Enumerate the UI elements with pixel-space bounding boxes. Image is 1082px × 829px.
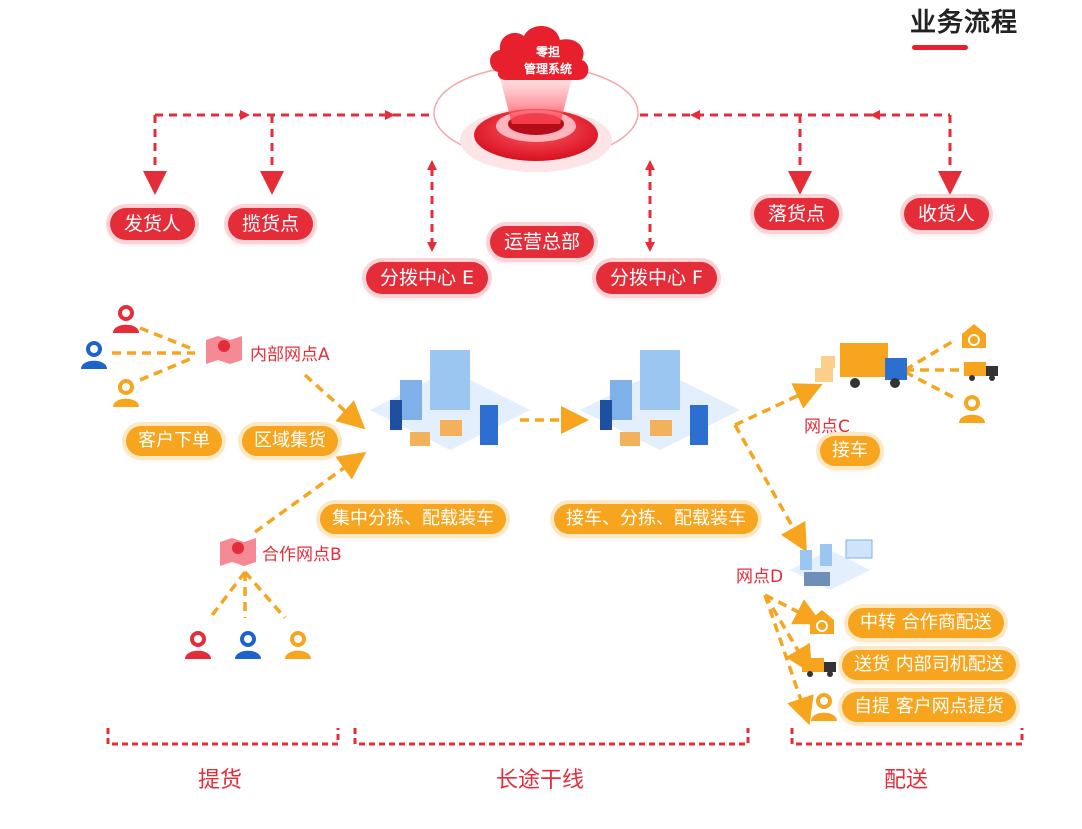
warehouse-illustration-1 xyxy=(370,350,530,450)
branch-b-label: 合作网点B xyxy=(262,545,342,565)
deliver-label: 送货 内部司机配送 xyxy=(842,650,1016,680)
person-red-icon xyxy=(185,631,211,659)
system-platform-graphic xyxy=(433,25,639,172)
hub-e-label: 分拨中心 E xyxy=(366,262,489,294)
self-pickup-label: 自提 客户网点提货 xyxy=(842,692,1016,722)
branch-d-label: 网点D xyxy=(736,567,784,587)
person-red-icon xyxy=(113,305,139,333)
system-name: 零担 管理系统 xyxy=(523,45,572,76)
transfer-label: 中转 合作商配送 xyxy=(848,608,1004,638)
truck-illustration xyxy=(815,343,907,388)
receive-sort-label: 接车、分拣、配载装车 xyxy=(554,504,758,534)
branch-a-label: 内部网点A xyxy=(250,345,330,365)
branch-c-label: 网点C xyxy=(804,417,850,437)
delivery-truck-icon xyxy=(802,658,836,677)
consignee-label: 收货人 xyxy=(904,198,990,230)
person-blue-icon xyxy=(235,631,261,659)
drop-point-label: 落货点 xyxy=(754,198,840,230)
shipper-label: 发货人 xyxy=(110,208,196,240)
transfer-icon xyxy=(810,610,834,634)
person-orange-icon xyxy=(285,631,311,659)
map-branch-b-icon xyxy=(220,538,256,566)
page-title: 业务流程 xyxy=(910,8,1019,38)
pickup-point-label: 揽货点 xyxy=(228,208,314,240)
person-orange-icon xyxy=(811,693,837,721)
delivery-truck-icon xyxy=(964,362,998,381)
person-orange-icon xyxy=(959,395,985,423)
map-branch-a-icon xyxy=(206,336,242,364)
transfer-icon xyxy=(962,324,986,348)
customer-order-label: 客户下单 xyxy=(126,426,222,456)
person-blue-icon xyxy=(81,341,107,369)
receive-car-label: 接车 xyxy=(820,436,880,466)
warehouse-illustration-2 xyxy=(580,350,740,450)
hub-f-label: 分拨中心 F xyxy=(596,262,717,294)
title-underline xyxy=(912,45,968,50)
phase-long-haul-label: 长途干线 xyxy=(496,768,585,793)
area-collect-label: 区域集货 xyxy=(242,426,338,456)
hq-label: 运营总部 xyxy=(490,226,595,258)
warehouse-illustration-d xyxy=(790,539,873,590)
phase-pickup-label: 提货 xyxy=(198,768,243,793)
phase-delivery-label: 配送 xyxy=(884,768,929,793)
person-orange-icon xyxy=(113,379,139,407)
central-sort-label: 集中分拣、配载装车 xyxy=(320,504,506,534)
